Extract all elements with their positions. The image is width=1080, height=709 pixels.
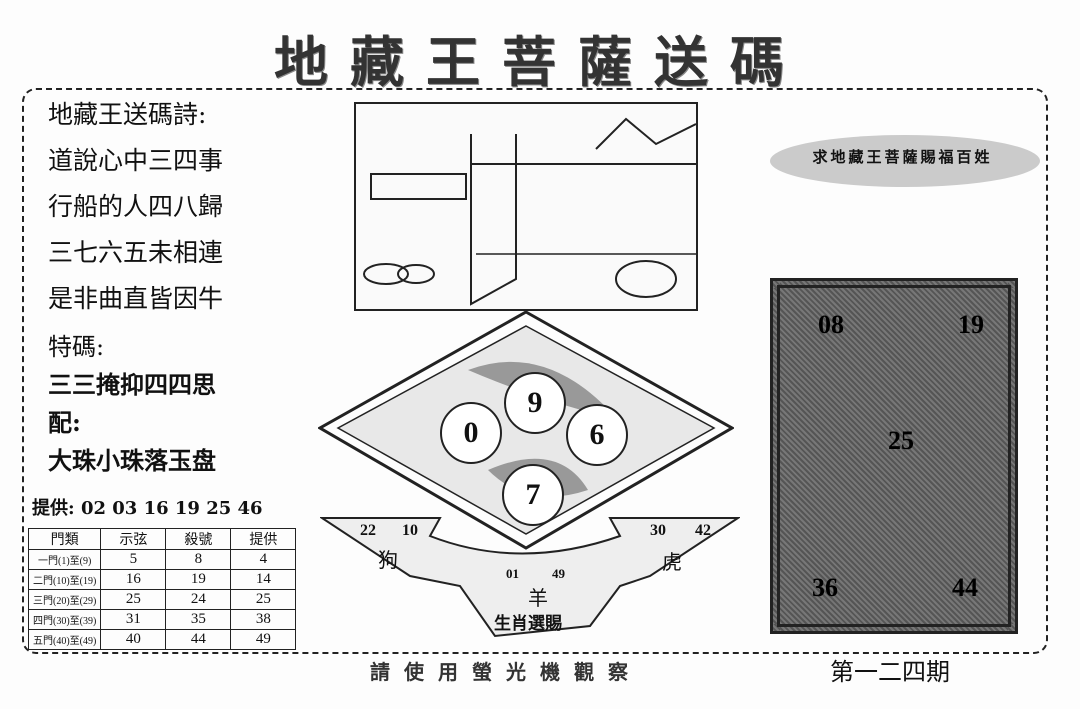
zodiac-animal: 狗 bbox=[378, 548, 398, 572]
dashed-frame bbox=[22, 88, 1048, 654]
statue-number: 36 bbox=[812, 573, 838, 602]
zodiac-animal: 虎 bbox=[662, 550, 682, 574]
cell: 19 bbox=[165, 569, 232, 590]
cell: 40 bbox=[100, 629, 167, 650]
statue-number: 19 bbox=[958, 310, 984, 339]
table-header: 門類 示弦 殺號 提供 bbox=[27, 528, 297, 550]
zodiac-shape bbox=[318, 517, 742, 638]
row-label: 三門(20)至(29) bbox=[27, 589, 102, 610]
row-label: 五門(40)至(49) bbox=[27, 629, 102, 650]
scenery-drawing bbox=[363, 117, 697, 306]
poem-line: 三七六五未相連 bbox=[48, 238, 224, 267]
row-label: 一門(1)至(9) bbox=[27, 549, 102, 570]
zodiac-number: 22 bbox=[360, 522, 376, 539]
cell: 35 bbox=[165, 609, 232, 630]
cell: 38 bbox=[230, 609, 297, 630]
scenery-illustration bbox=[354, 102, 698, 311]
ball-diamond: 9 0 6 7 bbox=[316, 310, 736, 550]
blessing-banner: 求地藏王菩薩賜福百姓 bbox=[765, 128, 1040, 194]
row-label: 二門(10)至(19) bbox=[27, 569, 102, 590]
header-cell: 門類 bbox=[27, 528, 102, 550]
cell: 16 bbox=[100, 569, 167, 590]
provide-line: 提供: 02 03 16 19 25 46 bbox=[32, 494, 263, 520]
lottery-ball: 0 bbox=[440, 402, 502, 464]
statue-number: 25 bbox=[888, 426, 914, 455]
zodiac-number: 01 bbox=[506, 566, 519, 581]
cell: 24 bbox=[165, 589, 232, 610]
cell: 14 bbox=[230, 569, 297, 590]
zodiac-animal: 羊 bbox=[528, 586, 548, 610]
provide-numbers: 02 03 16 19 25 46 bbox=[80, 498, 263, 519]
header-cell: 殺號 bbox=[165, 528, 232, 550]
poem-line: 是非曲直皆因牛 bbox=[48, 284, 224, 313]
poem: 地藏王送碼詩: 道說心中三四事 行船的人四八歸 三七六五未相連 是非曲直皆因牛 bbox=[48, 92, 223, 322]
poem-line: 行船的人四八歸 bbox=[48, 192, 224, 221]
lottery-ball: 6 bbox=[566, 404, 628, 466]
zodiac-number: 10 bbox=[402, 522, 418, 539]
zodiac-caption: 生肖選賜 bbox=[494, 614, 562, 634]
footer-note: 請使用螢光機觀察 bbox=[370, 660, 642, 684]
special-section: 特碼: 三三掩抑四四思 配: 大珠小珠落玉盘 bbox=[48, 328, 216, 480]
match-label: 配: bbox=[48, 408, 81, 437]
row-label: 四門(30)至(39) bbox=[27, 609, 102, 630]
cell: 5 bbox=[100, 549, 167, 570]
cell: 44 bbox=[165, 629, 232, 650]
issue-number: 第一二四期 bbox=[830, 658, 950, 686]
header-cell: 提供 bbox=[230, 528, 297, 550]
lottery-ball: 7 bbox=[502, 464, 564, 526]
lottery-ball: 9 bbox=[504, 372, 566, 434]
header-cell: 示弦 bbox=[100, 528, 167, 550]
banner-shape bbox=[770, 135, 1040, 187]
cell: 4 bbox=[230, 549, 297, 570]
zodiac-number: 42 bbox=[695, 522, 711, 539]
statue-number: 44 bbox=[952, 573, 978, 602]
cell: 49 bbox=[230, 629, 297, 650]
poem-heading: 地藏王送碼詩: bbox=[48, 100, 207, 129]
statue-number: 08 bbox=[818, 310, 844, 339]
cell: 25 bbox=[100, 589, 167, 610]
zodiac-banner: 22 10 狗 30 42 虎 01 49 羊 生肖選賜 bbox=[318, 516, 742, 646]
provide-label: 提供: bbox=[32, 498, 75, 519]
banner-text: 求地藏王菩薩賜福百姓 bbox=[812, 148, 993, 166]
match-text: 大珠小珠落玉盘 bbox=[48, 446, 216, 475]
page-title: 地藏王菩薩送碼 bbox=[274, 30, 806, 94]
cell: 25 bbox=[230, 589, 297, 610]
special-label: 特碼: bbox=[48, 333, 105, 361]
cell: 8 bbox=[165, 549, 232, 570]
zodiac-number: 49 bbox=[552, 566, 565, 581]
zodiac-number: 30 bbox=[650, 522, 666, 539]
cell: 31 bbox=[100, 609, 167, 630]
statue-panel: 08 19 25 36 44 bbox=[770, 278, 1018, 634]
poem-line: 道說心中三四事 bbox=[48, 146, 224, 175]
special-text: 三三掩抑四四思 bbox=[48, 370, 216, 399]
